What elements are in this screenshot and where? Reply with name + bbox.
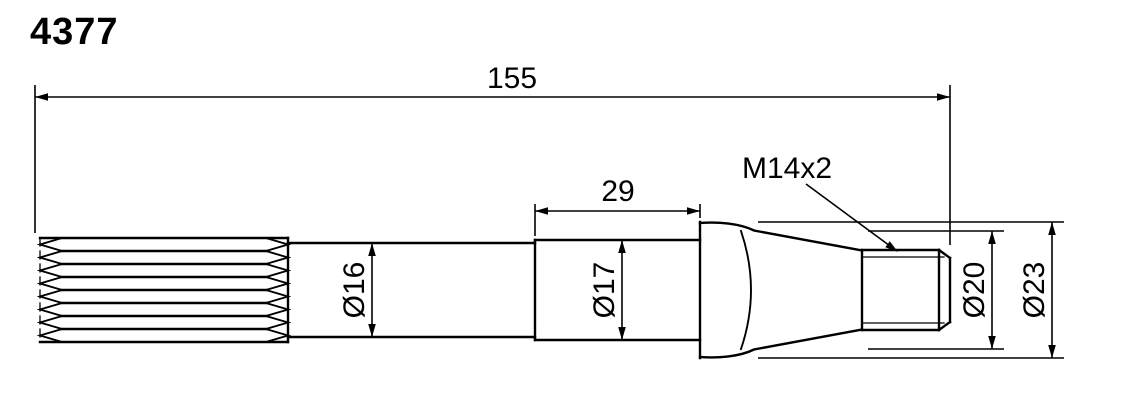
overall-length-dimension: 155	[34, 62, 951, 245]
dia20-label: Ø20	[958, 262, 991, 319]
arrowhead-bottom	[368, 324, 376, 337]
cone-bottom-silhouette	[698, 328, 864, 359]
spline-left-zigzag	[36, 236, 66, 344]
arrowhead-top	[368, 243, 376, 256]
dia17-label: Ø17	[588, 262, 621, 319]
thread-callout: M14x2	[742, 152, 898, 252]
arrowhead-top	[618, 240, 626, 253]
neck-length-dimension: 29	[534, 175, 701, 236]
dia17-section	[533, 220, 702, 360]
arrowhead-bottom	[618, 327, 626, 340]
arrowhead-left	[535, 207, 548, 215]
thread-spec-label: M14x2	[742, 152, 832, 185]
arrowhead-right	[937, 93, 950, 101]
dia23-label: Ø23	[1018, 262, 1051, 319]
dia17-dimension: Ø17	[588, 240, 626, 340]
arrowhead-bottom	[988, 336, 996, 349]
thread-section	[860, 248, 952, 332]
arrowhead-top	[1048, 222, 1056, 235]
leader-line	[805, 183, 891, 247]
dia16-dimension: Ø16	[338, 243, 376, 337]
dia23-dimension: Ø23	[758, 221, 1064, 359]
arrowhead-bottom	[1048, 345, 1056, 358]
arrowhead-right	[687, 207, 700, 215]
collar-cone-section	[698, 221, 864, 359]
dia16-label: Ø16	[338, 262, 371, 319]
dia20-dimension: Ø20	[868, 230, 1004, 350]
neck-length-value: 29	[601, 175, 634, 208]
dia16-section	[286, 238, 537, 342]
arrowhead-top	[988, 231, 996, 244]
overall-length-value: 155	[487, 62, 537, 95]
spline-section	[36, 236, 292, 344]
cone-top-silhouette	[698, 221, 864, 252]
cone-tangent-arc	[739, 229, 752, 351]
arrowhead-left	[35, 93, 48, 101]
part-number-label: 4377	[30, 11, 119, 53]
thread-chamfer-bottom	[937, 320, 952, 332]
leader-arrowhead	[885, 241, 898, 252]
thread-chamfer-top	[937, 248, 952, 260]
spline-right-zigzag	[262, 236, 292, 344]
shaft-outline	[36, 220, 952, 360]
spline-teeth-lines	[60, 249, 268, 331]
